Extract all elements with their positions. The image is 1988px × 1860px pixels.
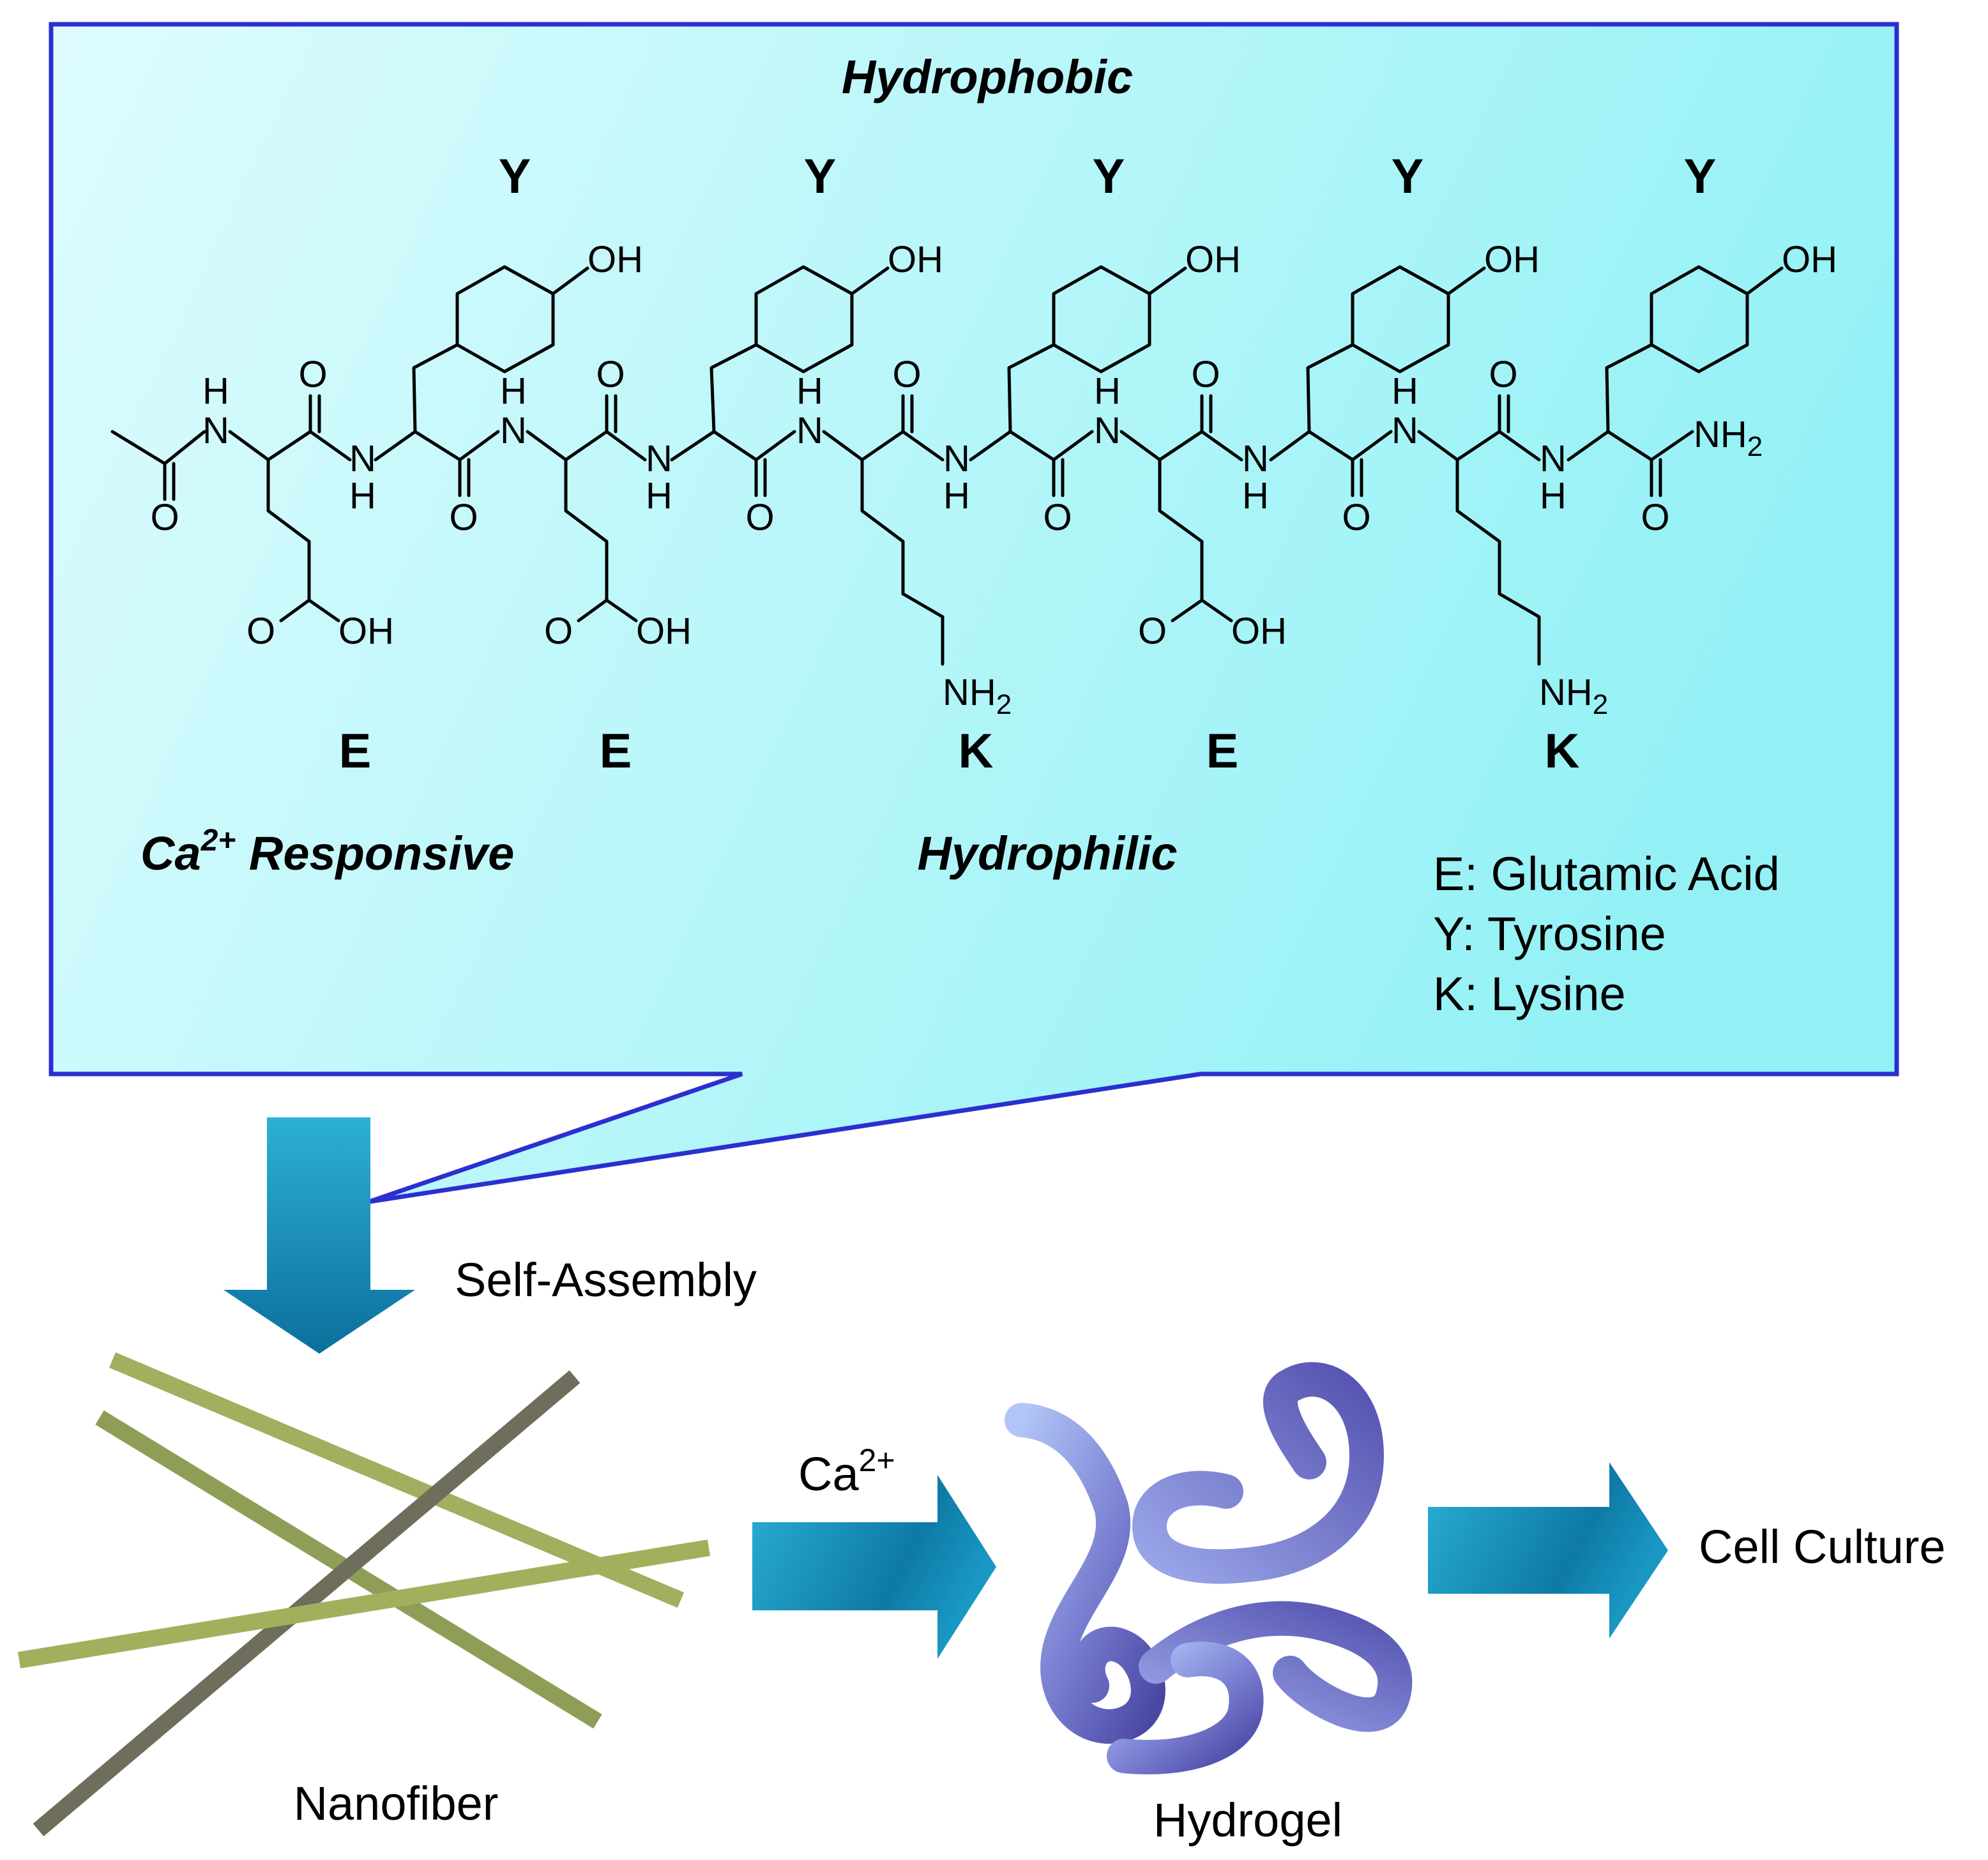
atom-h1: H	[202, 370, 229, 412]
atom-nh2-k1: NH2	[943, 672, 1012, 720]
peptide-structure: O N H O N H O N H O N H O N H O N H O N …	[110, 239, 1837, 720]
atom-n3: N	[500, 410, 527, 451]
atom-o-e2: O	[544, 610, 573, 652]
residue-letter-y4: Y	[1392, 149, 1424, 204]
atom-nh2-c-term: NH2	[1694, 414, 1763, 462]
top-residue-letters: Y Y Y Y Y	[499, 149, 1717, 204]
atom-n6: N	[943, 438, 970, 480]
hydrophobic-label: Hydrophobic	[842, 50, 1133, 103]
atom-h2: H	[349, 475, 376, 517]
nanofiber-label: Nanofiber	[294, 1777, 499, 1830]
residue-letter-y3: Y	[1093, 149, 1125, 204]
atom-nh2-k2: NH2	[1539, 672, 1608, 720]
atom-h10: H	[1540, 475, 1567, 517]
atom-oh-y1: OH	[588, 239, 643, 280]
atom-o4: O	[596, 354, 625, 395]
hydrogel-coil-3	[1139, 1601, 1413, 1732]
atom-o10: O	[1489, 354, 1517, 395]
hydrogel-coil-4	[1107, 1642, 1264, 1774]
self-assembly-label: Self-Assembly	[455, 1253, 757, 1306]
atom-h6: H	[943, 475, 970, 517]
hydrogel-coil-2	[1132, 1362, 1385, 1584]
atom-h4: H	[646, 475, 672, 517]
atom-oh-y3: OH	[1185, 239, 1241, 280]
atom-n5: N	[796, 410, 823, 451]
cell-culture-label: Cell Culture	[1699, 1520, 1946, 1573]
nanofiber-strand-3	[33, 1370, 580, 1836]
atom-o6: O	[892, 354, 921, 395]
atom-h8: H	[1242, 475, 1269, 517]
atom-oh-y2: OH	[888, 239, 943, 280]
atom-h9: H	[1392, 370, 1418, 412]
atom-o7: O	[1043, 497, 1072, 538]
charged-side-chains	[266, 458, 1541, 666]
atom-oh-e2: OH	[636, 610, 692, 652]
atom-h3: H	[500, 370, 527, 412]
atom-n7: N	[1094, 410, 1121, 451]
residue-letter-k2: K	[1545, 724, 1580, 778]
hydrogel-coil-1	[1005, 1403, 1165, 1744]
hydrogel-label: Hydrogel	[1153, 1794, 1342, 1847]
atom-oh-y5: OH	[1782, 239, 1837, 280]
atom-o5: O	[745, 497, 774, 538]
atom-h5: H	[796, 370, 823, 412]
legend-lysine: K: Lysine	[1433, 967, 1626, 1020]
atom-o-acetyl: O	[150, 497, 179, 538]
atom-n8: N	[1242, 438, 1269, 480]
ca-responsive-label: Ca2+ Responsive	[140, 824, 514, 880]
residue-letter-y1: Y	[499, 149, 531, 204]
hydrophilic-label: Hydrophilic	[917, 827, 1177, 880]
residue-letter-e2: E	[600, 724, 632, 778]
atom-o9: O	[1342, 497, 1370, 538]
atom-o11: O	[1641, 497, 1669, 538]
callout-box	[49, 22, 1899, 1204]
residue-letter-e1: E	[339, 724, 372, 778]
nanofiber-strand-4	[17, 1539, 711, 1668]
residue-letter-y2: Y	[804, 149, 837, 204]
nanofiber-illustration	[17, 1352, 711, 1836]
atom-n2: N	[349, 438, 376, 480]
cell-culture-arrow	[1428, 1462, 1668, 1638]
atom-oh-y4: OH	[1484, 239, 1540, 280]
atom-n10: N	[1540, 438, 1567, 480]
atom-h7: H	[1094, 370, 1121, 412]
atom-oh-e3: OH	[1231, 610, 1287, 652]
atom-o-e1: O	[247, 610, 275, 652]
residue-letter-e3: E	[1206, 724, 1239, 778]
residue-letter-y5: Y	[1684, 149, 1717, 204]
atom-o-e3: O	[1138, 610, 1167, 652]
atom-oh-e1: OH	[338, 610, 394, 652]
tyrosine-side-chains	[412, 265, 1784, 434]
self-assembly-arrow	[224, 1117, 415, 1354]
atom-o2: O	[298, 354, 327, 395]
atom-n1: N	[202, 410, 229, 451]
residue-legend: E: Glutamic Acid Y: Tyrosine K: Lysine	[1433, 847, 1780, 1020]
bottom-residue-letters: E E K E K	[339, 724, 1580, 778]
ca-label: Ca2+	[798, 1442, 895, 1501]
hydrogel-illustration	[1005, 1362, 1413, 1774]
atom-o3: O	[449, 497, 478, 538]
atom-n9: N	[1392, 410, 1418, 451]
atom-n4: N	[646, 438, 672, 480]
atom-o8: O	[1191, 354, 1220, 395]
residue-letter-k1: K	[959, 724, 994, 778]
legend-tyrosine: Y: Tyrosine	[1433, 907, 1666, 960]
ca-addition-arrow	[752, 1475, 996, 1659]
legend-glutamic-acid: E: Glutamic Acid	[1433, 847, 1780, 900]
